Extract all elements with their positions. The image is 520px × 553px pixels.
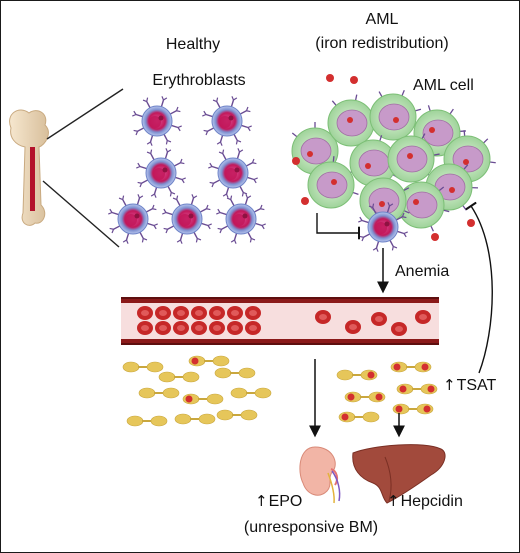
transferrin-molecule [216,409,258,421]
transferrin-molecule [122,361,164,373]
transferrin-molecule [158,371,200,383]
erythroblasts-label: Erythroblasts [152,72,246,89]
tsat-label: ↑TSAT [443,378,496,394]
transferrin-molecule [390,361,432,373]
red-blood-cell [137,321,153,335]
aml-cell [307,156,359,209]
liver-icon [352,444,446,504]
red-blood-cell [245,306,261,320]
aml-cell-cluster [291,90,496,232]
aml-title: AML [365,11,399,28]
red-blood-cell [371,312,387,326]
red-blood-cell [209,306,225,320]
inhibition-arrow [316,213,361,240]
red-blood-cell [415,310,431,324]
iron-dot [301,197,309,205]
zoom-line-bottom [42,180,120,248]
red-blood-cell [345,320,361,334]
erythroblast-cell [216,194,266,244]
aml-cell-label: AML cell [413,77,474,94]
red-blood-cell [227,321,243,335]
iron-dot [326,74,334,82]
red-blood-cell [245,321,261,335]
aml-cell [397,181,450,232]
red-blood-cell [315,310,331,324]
tsat-feedback-arrow [465,201,493,374]
increase-arrow-icon: ↑ [387,492,400,510]
erythroblast-cell [136,148,186,198]
zoom-line-top [46,88,124,140]
transferrin-molecule [214,367,256,379]
red-blood-cell [173,321,189,335]
tsat-text: TSAT [456,377,497,394]
transferrin-molecule [230,387,272,399]
epo-label: ↑EPO [255,494,302,510]
transferrin-molecule [188,355,230,367]
red-blood-cell [209,321,225,335]
transferrin-molecule [396,383,438,395]
increase-arrow-icon: ↑ [443,376,456,394]
transferrin-molecule [392,403,434,415]
aml-subtitle: (iron redistribution) [315,35,449,52]
aml-cell [387,133,440,183]
free-iron-dots [292,74,475,241]
transferrin-molecule [338,411,380,423]
anemia-label: Anemia [395,263,450,280]
iron-dot [467,219,475,227]
transferrin-molecules [122,355,438,427]
kidney-icon [299,446,341,504]
aml-cell [369,90,422,141]
suppressed-erythroblast [358,202,408,252]
erythroblast-cell [132,96,182,146]
red-blood-cell [191,321,207,335]
aml-cell [349,135,401,187]
aml-cell [359,177,410,230]
hepcidin-label: ↑Hepcidin [387,494,463,510]
aml-cell [327,94,378,147]
transferrin-molecule [126,415,168,427]
iron-dot [431,233,439,241]
red-blood-cell [137,306,153,320]
transferrin-molecule [174,413,216,425]
transferrin-molecule [182,393,224,405]
transferrin-molecule [344,391,386,403]
femur-bone-icon [9,109,49,226]
red-blood-cell [155,321,171,335]
red-blood-cell [155,306,171,320]
erythroblast-cell [108,194,158,244]
healthy-label: Healthy [165,36,221,53]
transferrin-molecule [138,387,180,399]
iron-dot [292,157,300,165]
erythroblast-cell [202,96,252,146]
transferrin-molecule [336,369,378,381]
red-blood-cell [191,306,207,320]
unresponsive-bm-label: (unresponsive BM) [243,519,379,536]
erythroblast-cell [162,194,212,244]
red-blood-cell [391,322,407,336]
erythroblast-cell [208,148,258,198]
red-blood-cell [173,306,189,320]
blood-vessel [121,297,439,345]
epo-text: EPO [268,493,303,510]
erythroblast-cell [358,202,408,252]
erythroblast-cluster [108,96,266,244]
red-blood-cells [137,306,431,336]
increase-arrow-icon: ↑ [255,492,268,510]
hepcidin-text: Hepcidin [400,493,463,510]
red-blood-cell [227,306,243,320]
iron-dot [350,76,358,84]
